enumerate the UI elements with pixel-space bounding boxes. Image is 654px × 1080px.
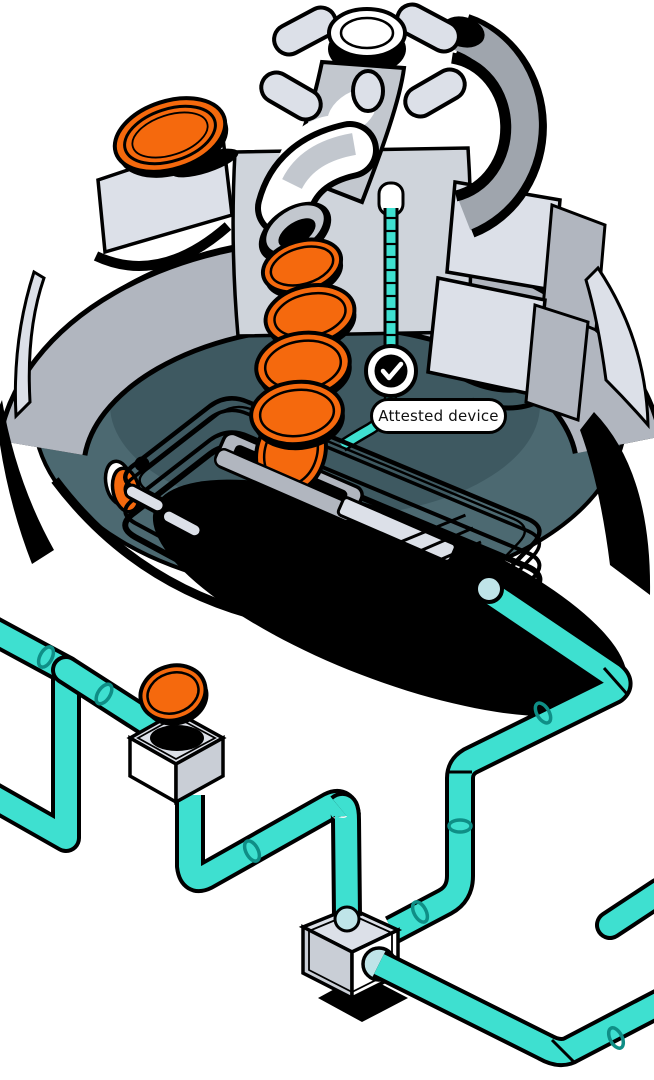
handle-lobe (259, 70, 323, 122)
ring-dark-crescent-right (580, 412, 651, 595)
handle-lobe (395, 2, 461, 54)
faucet-handle (272, 2, 461, 74)
ring-shadow-arc (93, 222, 232, 271)
attested-check (364, 344, 418, 398)
coin (138, 663, 209, 726)
attested-badge-label: Attested device (378, 407, 499, 425)
faucet-arm-inner-shadow (451, 52, 512, 202)
camera-dot (134, 456, 150, 472)
card-right-top-back (541, 202, 607, 333)
handle-lobe (403, 67, 467, 119)
phone-shadow (152, 479, 628, 717)
card-left-sliver (13, 269, 46, 420)
ring-dark-crescent-left (0, 400, 54, 564)
screen-text-placeholder (336, 496, 482, 593)
check-icon (380, 361, 404, 381)
handle-lobe (272, 5, 338, 57)
handle-lobe-front (351, 69, 385, 113)
phone-port (474, 574, 504, 604)
junction-top-port (333, 905, 361, 933)
attested-badge: Attested device (370, 398, 507, 434)
faucet (255, 2, 547, 263)
card-right-sliver (584, 265, 650, 430)
spout-opening (278, 218, 316, 248)
coin (249, 379, 345, 451)
coin-box-hole (150, 725, 204, 751)
spout-top (282, 133, 357, 190)
coin (263, 283, 357, 351)
pipe-joint (606, 1026, 626, 1050)
pipe-network (0, 579, 654, 944)
side-button (160, 508, 203, 539)
coin-box (126, 663, 227, 805)
coin-box-right (174, 735, 225, 805)
pipe-joints (36, 645, 553, 924)
rope-segments (384, 216, 398, 337)
handle-cap (327, 7, 407, 59)
ring-shadow-arc (51, 477, 252, 619)
card-right-lower-back (524, 303, 590, 423)
side-button (123, 483, 166, 514)
coin-stack (249, 237, 357, 451)
faucet-arm (454, 17, 539, 230)
floating-coin (112, 96, 229, 178)
junction-box (298, 792, 654, 1067)
